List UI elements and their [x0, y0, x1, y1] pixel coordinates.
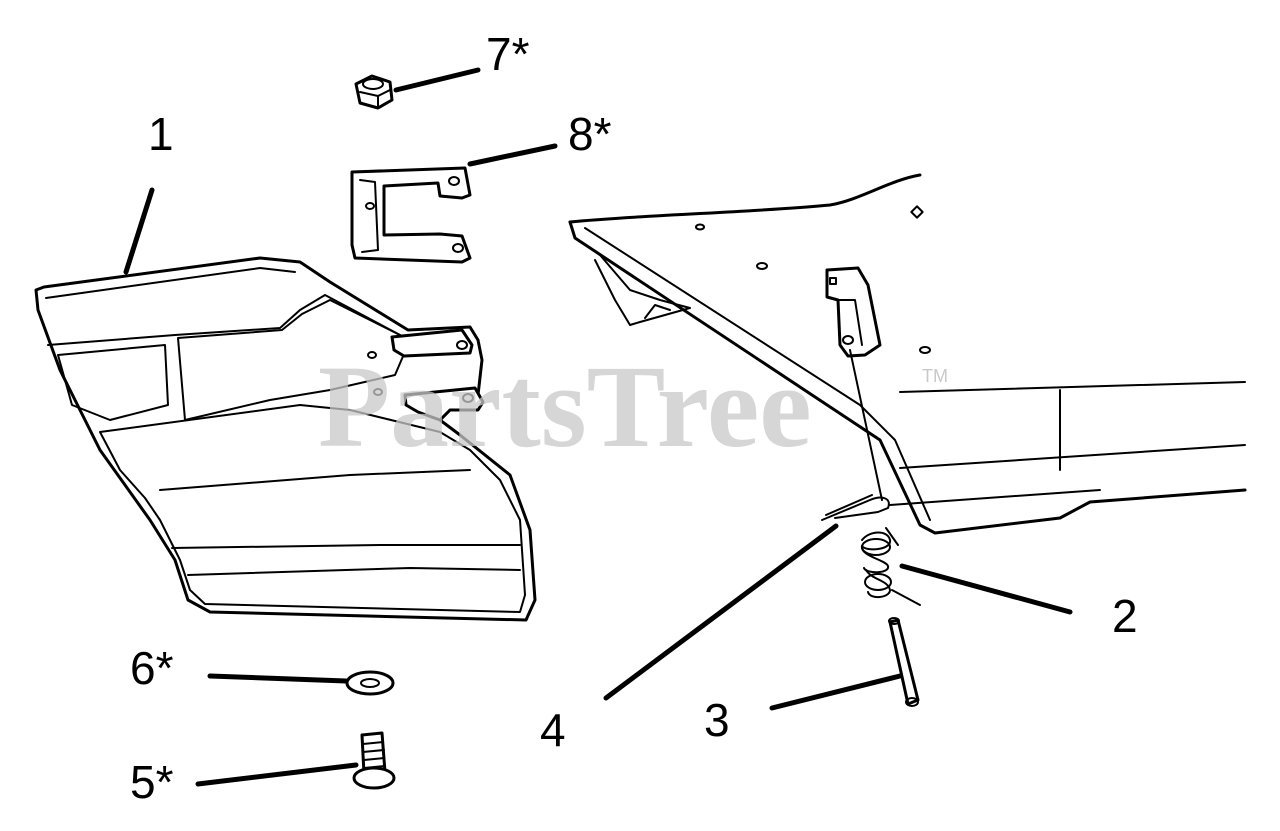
- callout-6: 6*: [130, 642, 174, 694]
- callout-8: 8*: [568, 108, 612, 160]
- hinge-rod: [888, 617, 920, 707]
- mower-deck: [568, 173, 1247, 535]
- leader-line-5: [195, 762, 359, 787]
- leader-line-7: [393, 67, 481, 93]
- watermark-trademark: TM: [922, 366, 948, 386]
- flat-washer: [345, 670, 395, 696]
- leader-line-2: [899, 563, 1073, 615]
- leader-line-1: [123, 187, 155, 275]
- lock-nut: [354, 74, 394, 110]
- hinge-axis-line: [849, 349, 883, 501]
- callout-3: 3: [704, 694, 730, 746]
- leader-line-3: [769, 673, 903, 711]
- callout-4: 4: [540, 704, 566, 756]
- shoulder-bolt: [352, 731, 396, 790]
- leader-line-4: [603, 523, 839, 701]
- callout-7: 7*: [486, 28, 530, 80]
- leader-line-8: [467, 143, 558, 167]
- leader-line-6: [207, 673, 349, 684]
- callout-2: 2: [1112, 590, 1138, 642]
- discharge-deflector: [34, 256, 537, 622]
- callout-5: 5*: [130, 756, 174, 808]
- hairpin-clip: [821, 494, 890, 521]
- torsion-spring: [861, 527, 921, 606]
- callout-1: 1: [148, 108, 174, 160]
- hinge-bracket: [350, 166, 472, 264]
- watermark-text: PartsTree: [318, 341, 812, 472]
